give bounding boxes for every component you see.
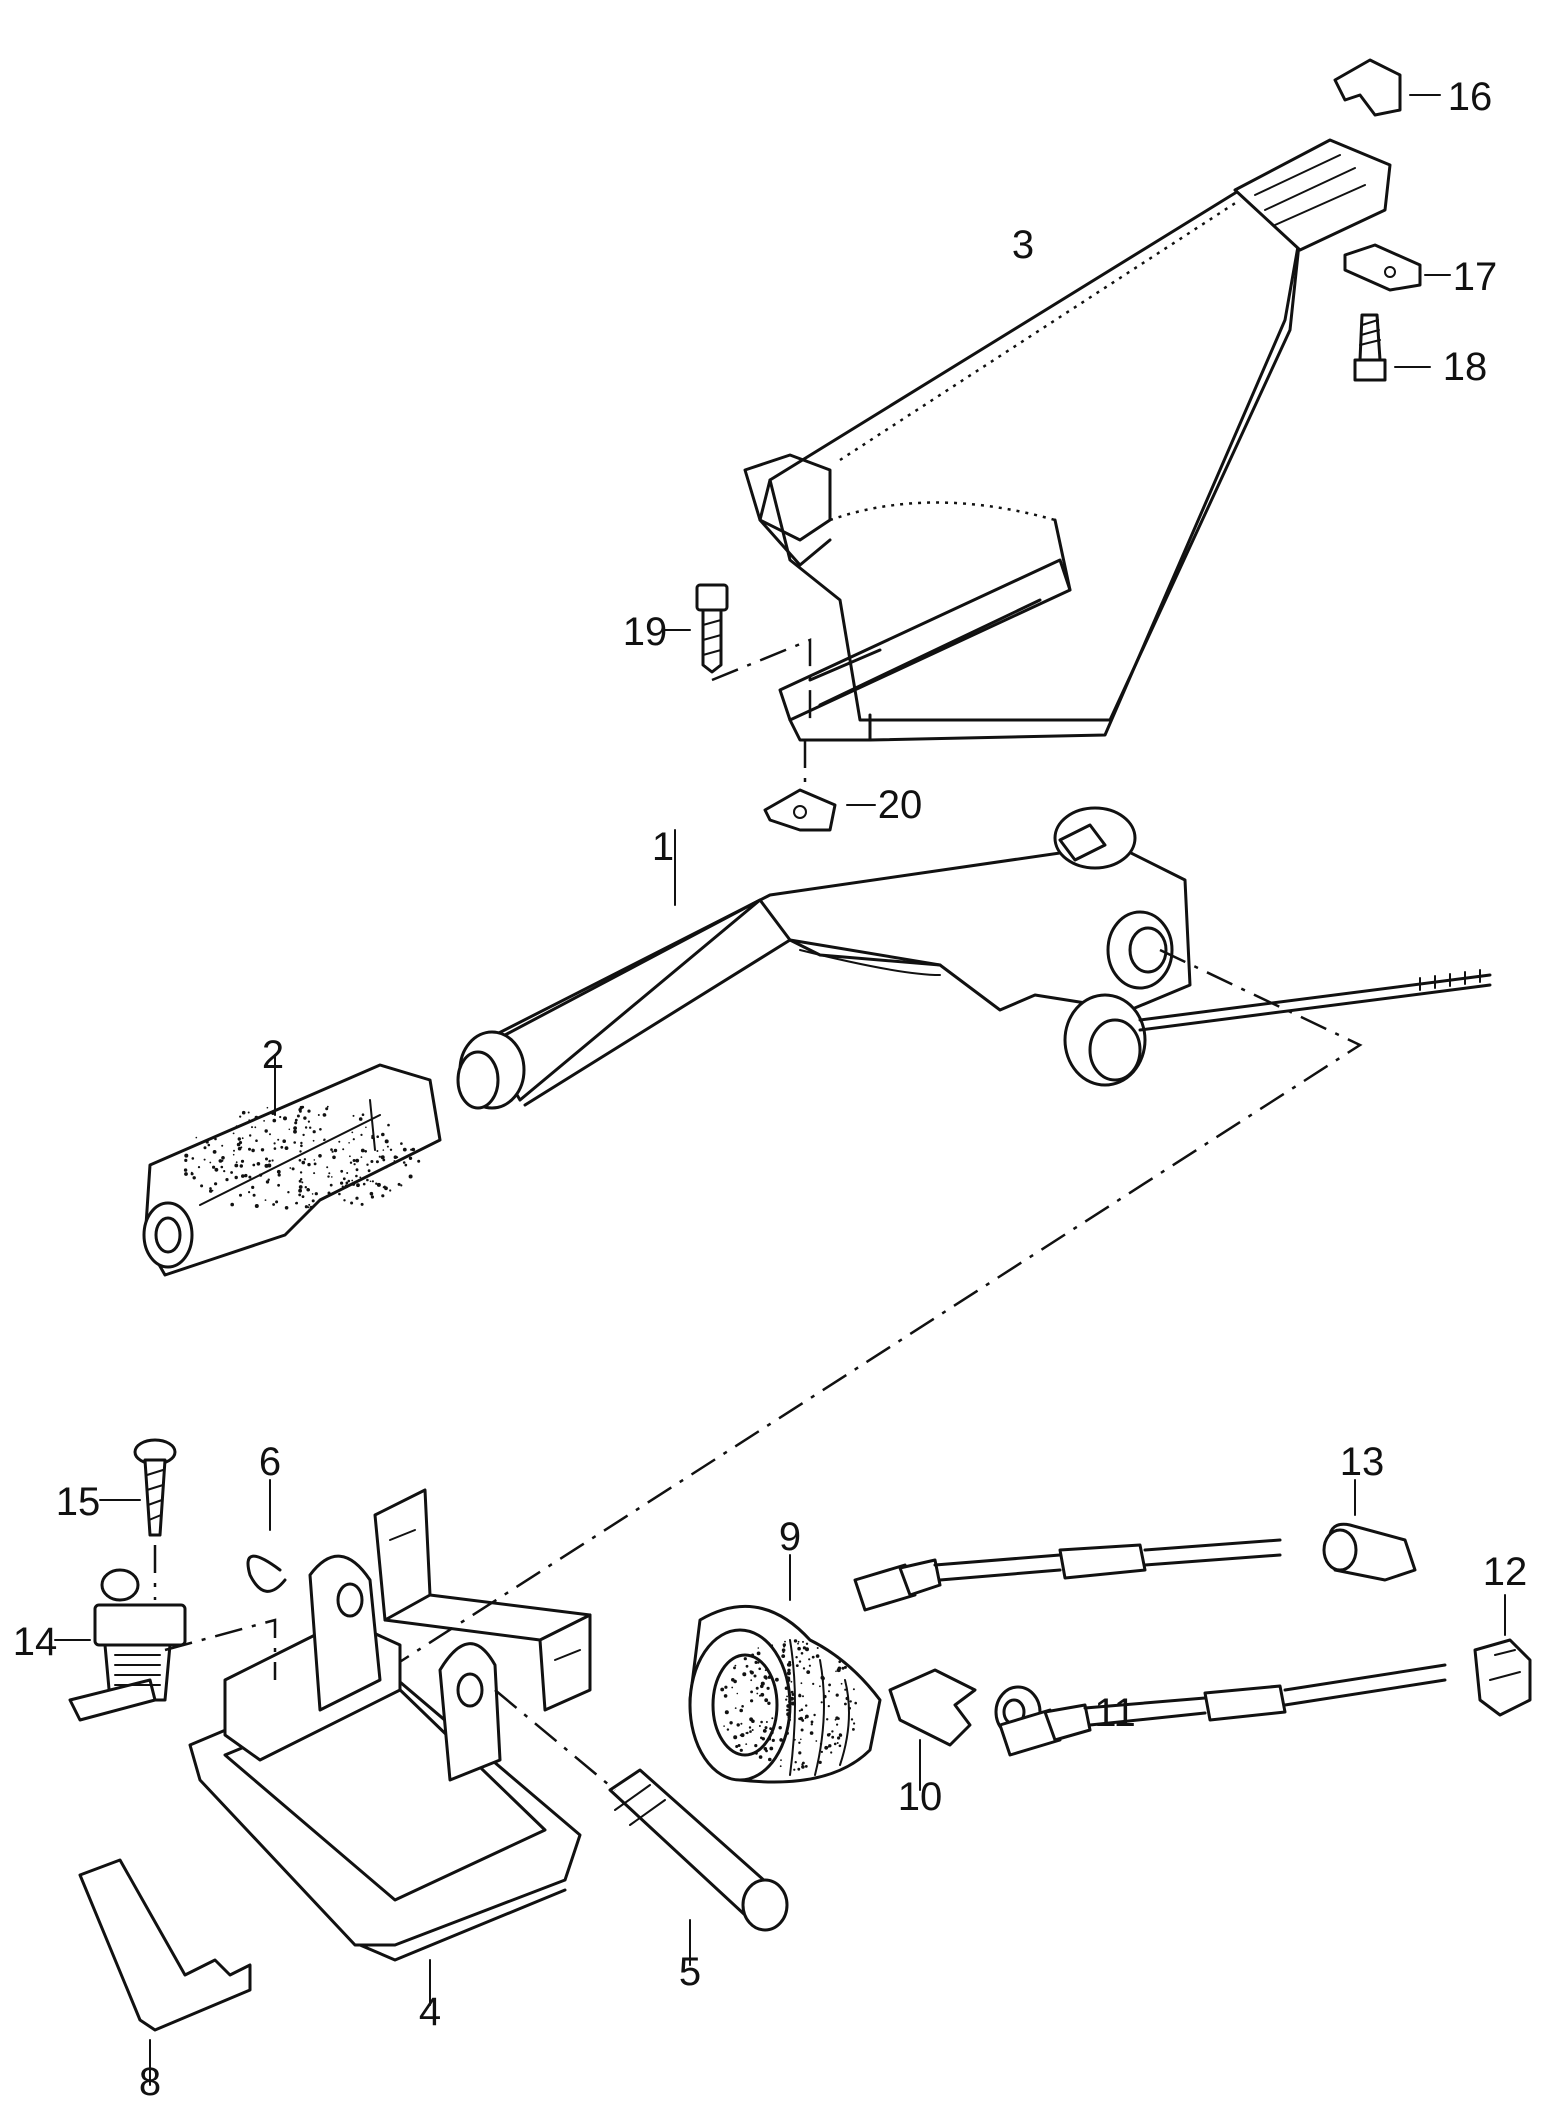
part-2-handle-grip xyxy=(142,1054,442,1277)
part-3-channel xyxy=(1233,138,1392,252)
callout-8: 8 xyxy=(139,2060,161,2101)
callout-19: 19 xyxy=(623,610,668,654)
part-18-screw xyxy=(1353,313,1431,382)
part-17-bracket xyxy=(1343,243,1451,292)
callout-20: 20 xyxy=(878,783,923,827)
callout-13: 13 xyxy=(1340,1440,1385,1484)
callout-2: 2 xyxy=(262,1033,284,1077)
callout-labels: 1 2 3 4 5 6 8 9 10 11 12 13 14 15 16 17 … xyxy=(13,75,1528,2101)
callout-11: 11 xyxy=(1094,1691,1136,1735)
brake-cable-lower xyxy=(998,1663,1447,1757)
callout-5: 5 xyxy=(679,1950,701,1994)
callout-1: 1 xyxy=(652,825,674,869)
part-3-lever-cover xyxy=(743,188,1302,742)
part-8-cover-plate xyxy=(78,1858,252,2086)
callout-12: 12 xyxy=(1483,1550,1528,1594)
part-1-handbrake-lever xyxy=(456,806,1492,1110)
grip-texture xyxy=(183,1105,421,1210)
callout-10: 10 xyxy=(898,1775,943,1819)
part-4-lever-bracket xyxy=(188,1488,592,2006)
brake-cable-upper xyxy=(853,1538,1282,1612)
callout-17: 17 xyxy=(1453,255,1498,299)
callout-4: 4 xyxy=(419,1990,441,2034)
part-9-boot xyxy=(688,1554,882,1784)
assembly-line-lever xyxy=(394,948,1363,1667)
part-12-clip xyxy=(1473,1594,1532,1717)
callout-18: 18 xyxy=(1443,345,1488,389)
part-14-switch xyxy=(54,1568,277,1722)
part-6-circlip xyxy=(246,1479,287,1593)
part-16-clip xyxy=(1333,58,1441,117)
part-13-clip xyxy=(1322,1479,1417,1582)
callout-14: 14 xyxy=(13,1620,58,1664)
callout-16: 16 xyxy=(1448,75,1493,119)
part-5-pin xyxy=(494,1689,789,1966)
boot-texture xyxy=(720,1639,857,1771)
part-15-screw xyxy=(99,1438,177,1600)
part-20-nut-clip xyxy=(763,740,876,832)
callout-15: 15 xyxy=(56,1480,101,1524)
callout-6: 6 xyxy=(259,1440,281,1484)
callout-3: 3 xyxy=(1012,223,1034,267)
part-10-clip xyxy=(888,1668,977,1791)
part-19-bolt xyxy=(664,583,812,720)
callout-9: 9 xyxy=(779,1515,801,1559)
